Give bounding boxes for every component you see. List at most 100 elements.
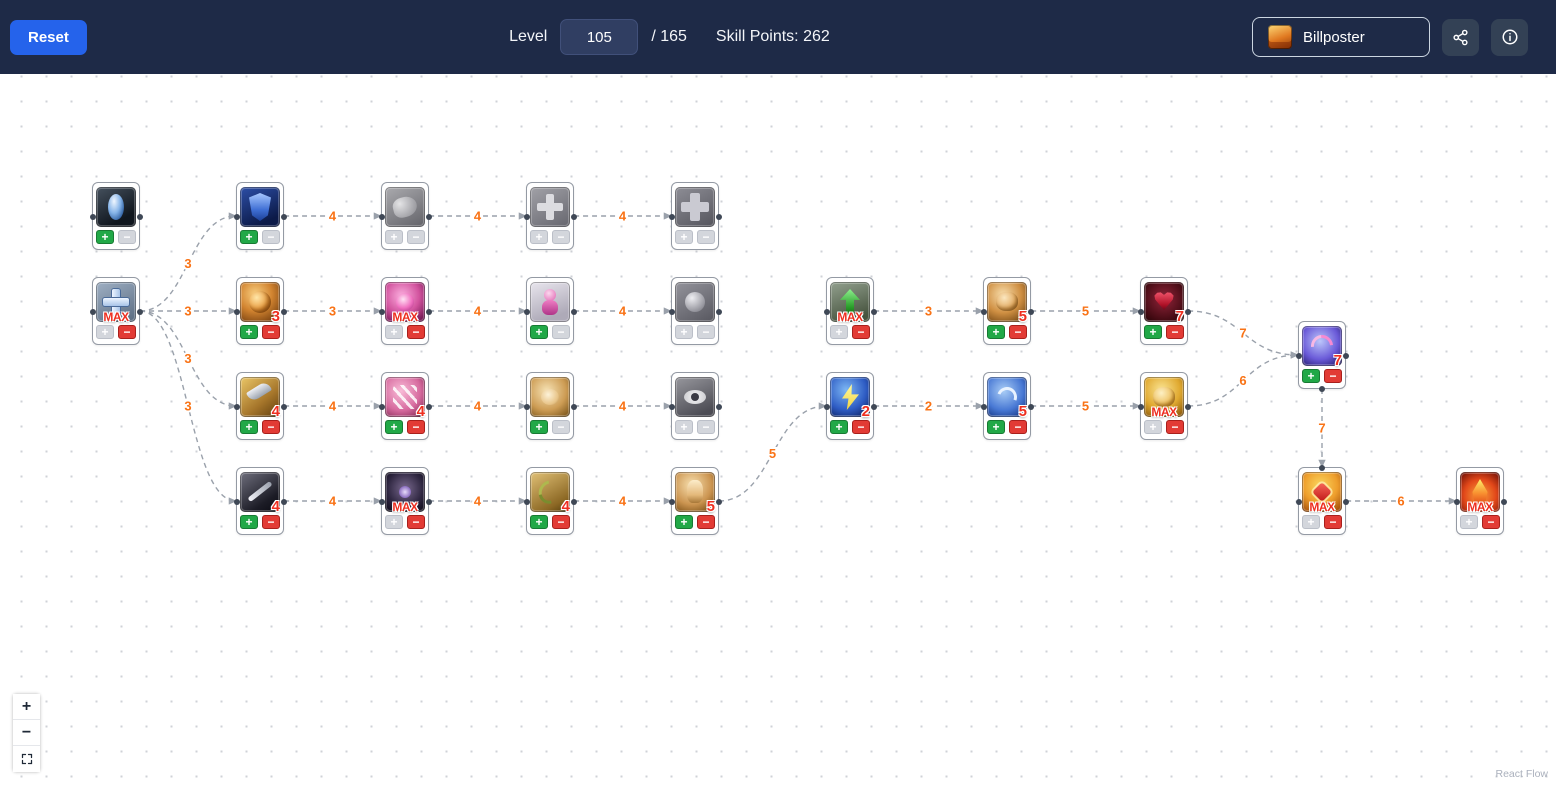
skill-node-red-flame[interactable]: MAX+− (1453, 467, 1507, 535)
skill-node-pink-burst[interactable]: MAX+− (378, 277, 432, 345)
skill-node-grey-eye[interactable]: +− (668, 372, 722, 440)
skill-minus-button[interactable]: − (407, 420, 425, 434)
skill-minus-button[interactable]: − (697, 230, 715, 244)
skill-minus-button[interactable]: − (1482, 515, 1500, 529)
skill-minus-button[interactable]: − (407, 230, 425, 244)
skill-minus-button[interactable]: − (552, 325, 570, 339)
skill-plus-button[interactable]: + (385, 420, 403, 434)
skill-plus-button[interactable]: + (240, 515, 258, 529)
skill-node-blue-bolt[interactable]: 2+− (823, 372, 877, 440)
skill-minus-button[interactable]: − (852, 325, 870, 339)
skill-node-gold-fist[interactable]: MAX+− (1137, 372, 1191, 440)
skill-node-heal-cross[interactable]: MAX+− (89, 277, 143, 345)
skill-plus-button[interactable]: + (96, 325, 114, 339)
skill-node-dark-burst[interactable]: MAX+− (378, 467, 432, 535)
skill-node-grey-stone[interactable]: +− (378, 182, 432, 250)
skill-minus-button[interactable]: − (552, 420, 570, 434)
skill-plus-button[interactable]: + (1144, 420, 1162, 434)
skill-minus-button[interactable]: − (1009, 325, 1027, 339)
skill-plus-button[interactable]: + (385, 230, 403, 244)
skill-node-grey-cross[interactable]: +− (523, 182, 577, 250)
skill-node-asal-strike[interactable]: 7+− (1295, 321, 1349, 392)
skill-plus-button[interactable]: + (675, 420, 693, 434)
skill-plus-button[interactable]: + (530, 515, 548, 529)
skill-node-gold-guard[interactable]: MAX+− (1295, 464, 1349, 535)
skill-plus-button[interactable]: + (1302, 515, 1320, 529)
skill-node-blue-strike[interactable]: 5+− (980, 372, 1034, 440)
skill-minus-button[interactable]: − (118, 230, 136, 244)
skill-plus-button[interactable]: + (675, 515, 693, 529)
skill-minus-button[interactable]: − (1009, 420, 1027, 434)
share-button[interactable] (1442, 18, 1479, 56)
skill-plus-button[interactable]: + (1460, 515, 1478, 529)
connection-handle-left (1137, 309, 1144, 315)
skill-plus-button[interactable]: + (385, 515, 403, 529)
skill-node-orange-beast[interactable]: 3+− (233, 277, 287, 345)
skill-node-pink-claw[interactable]: 4+− (378, 372, 432, 440)
connection-handle-left (233, 499, 240, 505)
skill-minus-button[interactable]: − (262, 325, 280, 339)
skill-node-gold-tentacle[interactable]: 4+− (523, 467, 577, 535)
class-select[interactable]: Billposter (1252, 17, 1430, 57)
skill-edge (718, 402, 827, 502)
level-input[interactable] (560, 19, 639, 55)
info-button[interactable] (1491, 18, 1528, 56)
tan-paw-icon (530, 377, 570, 417)
skill-plus-button[interactable]: + (987, 420, 1005, 434)
skill-minus-button[interactable]: − (407, 515, 425, 529)
skill-minus-button[interactable]: − (262, 420, 280, 434)
skill-node-tan-paw[interactable]: +− (523, 372, 577, 440)
skill-node-tan-hand[interactable]: 5+− (668, 467, 722, 535)
skill-plus-button[interactable]: + (96, 230, 114, 244)
skill-node-gold-axe[interactable]: 4+− (233, 372, 287, 440)
skill-minus-button[interactable]: − (407, 325, 425, 339)
skill-plus-button[interactable]: + (385, 325, 403, 339)
grey-orb-icon (675, 282, 715, 322)
skill-minus-button[interactable]: − (1324, 515, 1342, 529)
skill-node-grey-orb[interactable]: +− (668, 277, 722, 345)
skill-plus-button[interactable]: + (530, 230, 548, 244)
skill-plus-button[interactable]: + (675, 230, 693, 244)
skill-node-red-heart[interactable]: 7+− (1137, 277, 1191, 345)
zoom-in-button[interactable]: + (13, 694, 40, 720)
skill-plus-button[interactable]: + (240, 230, 258, 244)
skill-minus-button[interactable]: − (552, 230, 570, 244)
connection-handle-right (1342, 499, 1349, 505)
skill-minus-button[interactable]: − (1166, 420, 1184, 434)
skill-plus-button[interactable]: + (240, 420, 258, 434)
skill-node-green-buff[interactable]: MAX+− (823, 277, 877, 345)
skill-minus-button[interactable]: − (262, 515, 280, 529)
skill-minus-button[interactable]: − (552, 515, 570, 529)
heal-cross-icon: MAX (96, 282, 136, 324)
skill-node-fist-strike[interactable]: 5+− (980, 277, 1034, 345)
skill-node-blue-shield[interactable]: +− (233, 182, 287, 250)
fit-view-button[interactable] (13, 746, 40, 772)
skill-minus-button[interactable]: − (1324, 369, 1342, 383)
connection-handle-left (980, 404, 987, 410)
skill-minus-button[interactable]: − (118, 325, 136, 339)
zoom-out-button[interactable]: − (13, 720, 40, 746)
skill-minus-button[interactable]: − (852, 420, 870, 434)
skill-plus-button[interactable]: + (240, 325, 258, 339)
skill-minus-button[interactable]: − (697, 420, 715, 434)
edge-requirement-label: 4 (329, 209, 337, 224)
skill-minus-button[interactable]: − (1166, 325, 1184, 339)
skill-plus-button[interactable]: + (675, 325, 693, 339)
skill-node-grey-cross-2[interactable]: +− (668, 182, 722, 250)
skill-node-pink-spirit[interactable]: +− (523, 277, 577, 345)
skill-plus-button[interactable]: + (830, 325, 848, 339)
skill-plus-button[interactable]: + (830, 420, 848, 434)
skill-minus-button[interactable]: − (697, 325, 715, 339)
skill-plus-button[interactable]: + (530, 325, 548, 339)
skill-plus-button[interactable]: + (1144, 325, 1162, 339)
skill-plus-button[interactable]: + (987, 325, 1005, 339)
reset-button[interactable]: Reset (10, 19, 87, 55)
skill-plus-button[interactable]: + (530, 420, 548, 434)
skill-node-blue-orb[interactable]: +− (89, 182, 143, 250)
skill-plus-button[interactable]: + (1302, 369, 1320, 383)
skill-minus-button[interactable]: − (262, 230, 280, 244)
skill-minus-button[interactable]: − (697, 515, 715, 529)
header-actions: Billposter (1252, 17, 1528, 57)
skill-node-dark-blade[interactable]: 4+− (233, 467, 287, 535)
